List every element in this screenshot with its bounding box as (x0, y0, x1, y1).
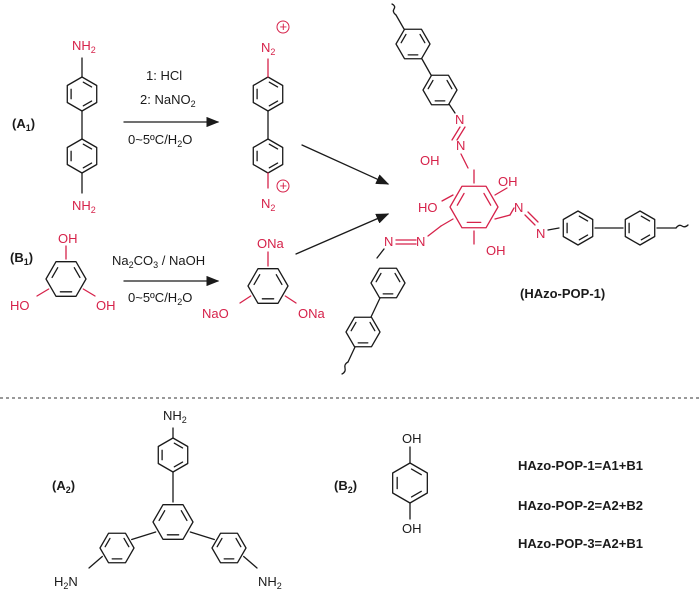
oh-group-b1-top: OH (58, 231, 78, 246)
azo-n-1a: N (456, 138, 465, 153)
positive-charge-top: + (280, 19, 288, 34)
ring-double-bond (51, 267, 59, 279)
ring-double-bond (268, 162, 279, 169)
ring-double-bond (73, 267, 81, 279)
ring-outline (562, 210, 594, 246)
ring-double-bond (640, 215, 651, 222)
ona-group-right: ONa (298, 306, 326, 321)
oh-group-b1-right: OH (96, 298, 116, 313)
ring-double-bond (275, 274, 283, 286)
ring-double-bond (180, 510, 188, 522)
azo-n-1b: N (455, 112, 464, 127)
structure-b1-phloroglucinol: OH HO OH (B1) (10, 231, 116, 313)
ring-double-bond (427, 79, 434, 90)
ring-outline (247, 268, 289, 304)
product-ho-3: HO (418, 200, 438, 215)
ring-double-bond (216, 537, 223, 548)
label-b1: (B1) (10, 250, 33, 267)
ring-double-bond (446, 79, 453, 90)
nao-group-left: NaO (202, 306, 229, 321)
product-oh-4: OH (486, 243, 506, 258)
formula-hazo-pop-3: HAzo-POP-3=A2+B1 (518, 536, 643, 551)
ring-double-bond (456, 192, 465, 206)
azo-n-2b: N (536, 226, 545, 241)
nh2-group-bottom-a1: NH2 (72, 198, 96, 215)
ring-double-bond (82, 143, 93, 150)
reagent-nano2: 2: NaNO2 (140, 92, 196, 109)
ring-double-bond (82, 162, 93, 169)
ring-double-bond (104, 537, 111, 548)
oh-group-b2-bottom: OH (402, 521, 422, 536)
ring-outline (392, 462, 428, 504)
product-name-label: (HAzo-POP-1) (520, 286, 605, 301)
nh2-group-top-a1: NH2 (72, 38, 96, 55)
reaction-arrow-1: 1: HCl 2: NaNO2 0~5ºC/H2O (123, 68, 220, 149)
structure-diazonium-salt: N2 + N2 + (252, 19, 290, 213)
diazonium-n2-top: N2 (261, 40, 275, 57)
formula-hazo-pop-2: HAzo-POP-2=A2+B2 (518, 498, 643, 513)
arrow-phenolate-to-product (295, 213, 390, 255)
ring-double-bond (400, 33, 407, 44)
ring-double-bond (578, 215, 589, 222)
ring-double-bond (410, 490, 422, 498)
ring-double-bond (253, 274, 261, 286)
structure-hazo-pop-1: OH OH HO OH N N N N N N (341, 3, 689, 375)
label-a1: (A1) (12, 116, 35, 133)
reaction-arrow-2: Na2CO3 / NaOH 0~5ºC/H2O (112, 253, 220, 307)
azo-n-3a: N (416, 234, 425, 249)
condition-temp-water-2: 0~5ºC/H2O (128, 290, 192, 307)
ring-outline (449, 185, 499, 229)
ring-double-bond (158, 510, 166, 522)
ring-double-bond (375, 272, 382, 283)
ring-outline (99, 532, 135, 564)
ring-double-bond (410, 468, 422, 476)
ring-double-bond (268, 81, 279, 88)
structure-a2-triaminophenylbenzene: NH2 H2N NH2 (A2) (52, 408, 282, 591)
ring-double-bond (394, 272, 401, 283)
ring-outline (152, 504, 194, 540)
condition-temp-water-1: 0~5ºC/H2O (128, 132, 192, 149)
oh-group-b2-top: OH (402, 431, 422, 446)
ring-double-bond (173, 442, 184, 449)
reagent-na2co3-naoh: Na2CO3 / NaOH (112, 253, 205, 270)
arrow-diazonium-to-product (301, 144, 390, 185)
ring-outline (211, 532, 247, 564)
positive-charge-bottom: + (280, 178, 288, 193)
diazonium-n2-bottom: N2 (261, 196, 275, 213)
ring-double-bond (640, 234, 651, 241)
reagent-hcl: 1: HCl (146, 68, 182, 83)
product-oh-1: OH (420, 153, 440, 168)
formula-list: HAzo-POP-1=A1+B1 HAzo-POP-2=A2+B2 HAzo-P… (518, 458, 643, 551)
ho-group-b1-left: HO (10, 298, 30, 313)
nh2-group-a2-right: NH2 (258, 574, 282, 591)
label-b2: (B2) (334, 478, 357, 495)
nh2-group-a2-top: NH2 (163, 408, 187, 425)
structure-sodium-phenolate: ONa NaO ONa (202, 236, 326, 321)
ring-outline (45, 261, 87, 297)
ring-double-bond (82, 100, 93, 107)
azo-n-2a: N (514, 200, 523, 215)
ring-double-bond (173, 461, 184, 468)
ring-double-bond (268, 100, 279, 107)
ring-double-bond (419, 33, 426, 44)
product-oh-2: OH (498, 174, 518, 189)
ring-double-bond (268, 143, 279, 150)
ring-double-bond (235, 537, 242, 548)
formula-hazo-pop-1: HAzo-POP-1=A1+B1 (518, 458, 643, 473)
ring-double-bond (483, 192, 492, 206)
ona-group-top: ONa (257, 236, 285, 251)
ring-double-bond (578, 234, 589, 241)
ring-double-bond (123, 537, 130, 548)
azo-n-3b: N (384, 234, 393, 249)
ring-double-bond (369, 321, 376, 332)
structure-b2-hydroquinone: OH OH (B2) (334, 431, 428, 536)
ring-double-bond (350, 321, 357, 332)
ring-double-bond (82, 81, 93, 88)
h2n-group-a2-left: H2N (54, 574, 78, 591)
ring-outline (624, 210, 656, 246)
structure-a1-benzidine: NH2 NH2 (A1) (12, 38, 98, 215)
label-a2: (A2) (52, 478, 75, 495)
